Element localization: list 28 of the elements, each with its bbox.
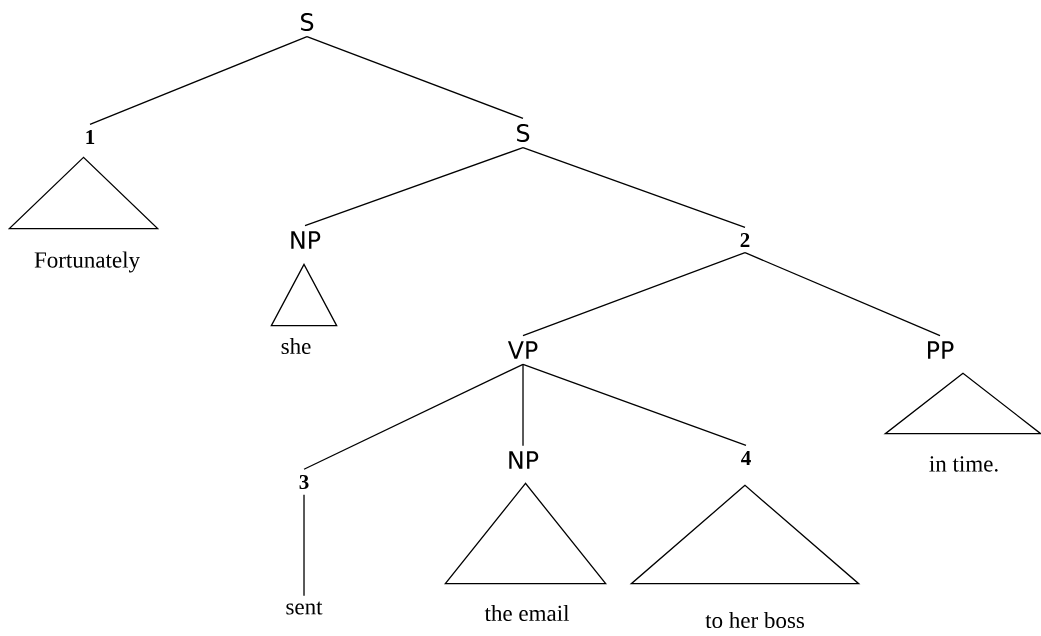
word-label: the email [484, 604, 570, 622]
word-label: she [281, 337, 311, 355]
tree-branch [303, 363, 524, 470]
triangle [444, 482, 607, 585]
tree-branch [89, 36, 308, 126]
constituent-number: 2 [740, 233, 750, 247]
category-label: NP [509, 451, 539, 469]
category-label: PP [928, 341, 954, 359]
word-label: to her boss [705, 611, 804, 629]
tree-branch [306, 36, 524, 119]
word-label: Fortunately [34, 251, 140, 273]
tree-branch [303, 494, 305, 597]
tree-branch [744, 251, 941, 337]
word-label: sent [286, 601, 323, 615]
category-label: VP [507, 341, 538, 359]
tree-branch [522, 363, 524, 447]
tree-branch [522, 251, 746, 337]
constituent-number: 4 [741, 451, 751, 465]
category-label: S [517, 124, 530, 142]
triangle [883, 372, 1041, 435]
tree-branch [522, 363, 747, 447]
constituent-number: 1 [86, 130, 95, 144]
tree-branch [304, 147, 524, 227]
category-label: NP [291, 231, 321, 249]
constituent-number: 3 [299, 474, 309, 490]
word-label: in time. [929, 456, 998, 472]
tree-branch [522, 147, 746, 229]
category-label: S [301, 13, 314, 31]
